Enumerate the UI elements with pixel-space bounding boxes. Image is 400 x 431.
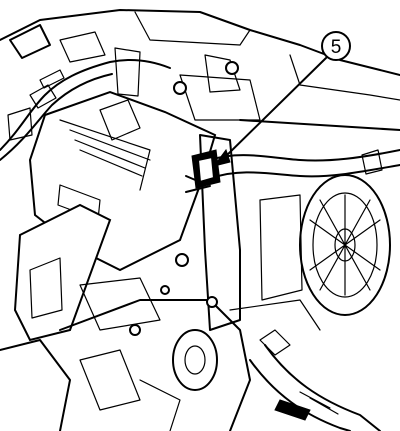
hose-clamp <box>185 149 221 193</box>
bolt <box>175 253 189 267</box>
wiring-harness <box>0 24 171 161</box>
callout-number: 5 <box>331 37 342 58</box>
cooling-fan <box>299 174 391 316</box>
right-housing <box>199 119 400 331</box>
callout-5: 5 <box>212 31 351 167</box>
bolt <box>129 324 141 336</box>
bolt <box>173 81 187 95</box>
bolts <box>129 61 239 336</box>
upper-structure <box>0 9 400 121</box>
bolt <box>160 285 170 295</box>
hose <box>209 149 400 179</box>
engine-block <box>0 299 251 431</box>
callout-circle <box>321 31 351 61</box>
bolt <box>206 296 218 308</box>
bolt <box>225 61 239 75</box>
lower-hose <box>249 329 381 431</box>
lower-bracket <box>13 203 161 342</box>
